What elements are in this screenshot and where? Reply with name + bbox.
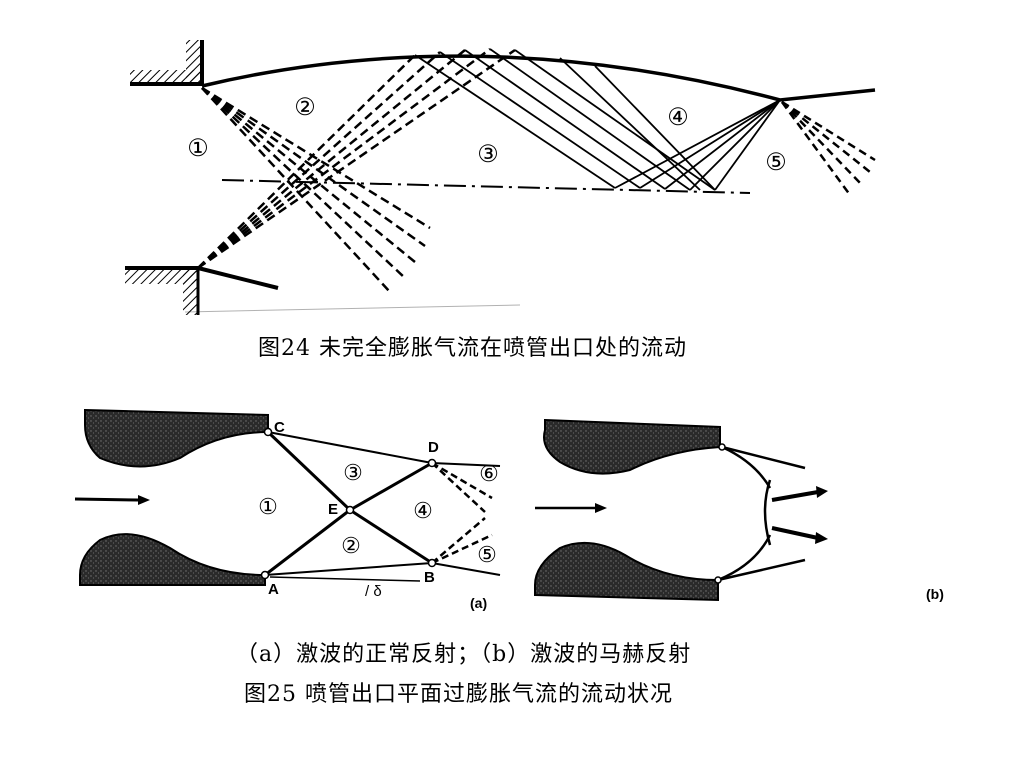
centerline-a — [269, 576, 421, 582]
expansion-fan-downstream — [780, 100, 876, 196]
point-label-B: B — [424, 569, 435, 586]
expansion-fan-upper — [201, 86, 431, 293]
point-label-E: E — [328, 501, 338, 518]
region-label-1: ① — [187, 135, 209, 162]
figure-25-caption-line-1: （a）激波的正常反射；（b）激波的马赫反射 — [236, 642, 692, 667]
jet-boundary — [201, 54, 876, 102]
region-label-a-1: ① — [258, 494, 278, 519]
figure-25-caption-line-2: 图25 喷管出口平面过膨胀气流的流动状况 — [244, 682, 673, 707]
nozzle-a-lower-wall — [79, 533, 266, 586]
region-label-a-5: ⑤ — [477, 542, 497, 567]
nozzle-a-upper-wall — [84, 408, 269, 468]
subfigure-label-b: (b) — [926, 586, 944, 602]
mach-stem-flow-b — [771, 490, 819, 540]
region-label-a-4: ④ — [413, 498, 433, 523]
region-label-5: ⑤ — [765, 149, 787, 176]
expansion-fan-a — [431, 461, 493, 565]
nozzle-b-upper-wall — [543, 418, 721, 475]
region-label-a-3: ③ — [343, 460, 363, 485]
figure-25-diagram: C D E A B ① ② ③ ④ ⑤ ⑥ / δ (a) (b) — [74, 408, 944, 611]
compression-waves — [614, 99, 781, 191]
jet-boundary-a — [264, 431, 501, 576]
figure-24-diagram: ① ② ③ ④ ⑤ — [125, 40, 876, 315]
points-b — [714, 443, 726, 584]
shock-lines-b — [717, 445, 806, 582]
region-label-3: ③ — [477, 141, 499, 168]
region-label-a-6: ⑥ — [479, 461, 499, 486]
shock-lines-a — [264, 430, 433, 577]
lower-nozzle-wall — [125, 266, 279, 315]
point-label-C: C — [274, 419, 285, 436]
figure-24-caption: 图24 未完全膨胀气流在喷管出口处的流动 — [258, 336, 687, 361]
centerline — [221, 179, 751, 194]
expansion-fan-lower — [197, 48, 516, 270]
flow-arrow-a — [74, 495, 150, 505]
arrow-head-b-lower — [815, 532, 828, 544]
point-label-A: A — [268, 581, 279, 598]
region-label-a-2: ② — [341, 533, 361, 558]
subfigure-label-a: (a) — [470, 595, 487, 611]
region-label-2: ② — [294, 94, 316, 121]
arrow-head-b-upper — [816, 486, 828, 498]
angle-label: / δ — [365, 583, 382, 600]
upper-nozzle-wall — [130, 40, 204, 86]
point-label-D: D — [428, 439, 439, 456]
flow-arrow-b — [535, 503, 607, 513]
nozzle-b-lower-wall — [534, 541, 719, 602]
points-a — [260, 427, 437, 580]
region-label-4: ④ — [667, 104, 689, 131]
reflected-waves — [414, 48, 716, 191]
